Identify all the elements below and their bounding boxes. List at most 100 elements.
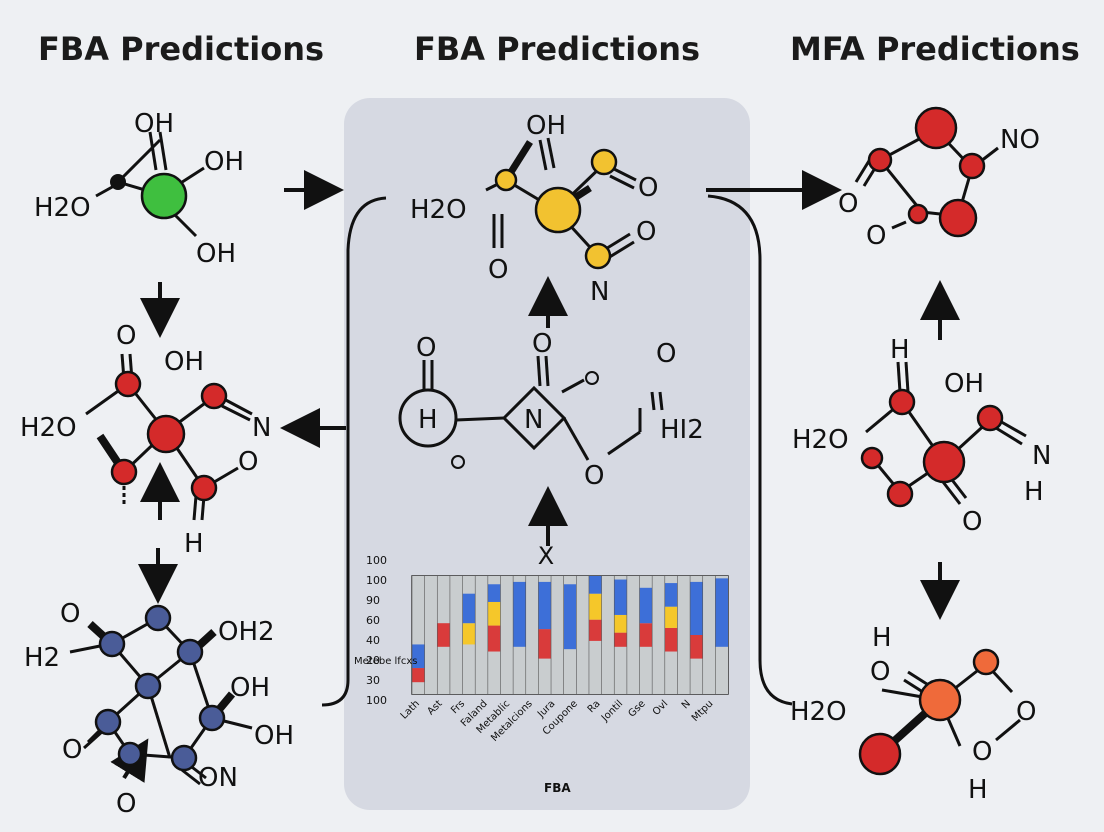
label-mt-4: O	[636, 217, 656, 247]
label-lb-6: O	[62, 735, 82, 765]
node-mt-2	[534, 186, 582, 234]
label-mm-7: HI2	[660, 415, 704, 445]
bar-segment	[412, 682, 425, 694]
label-rt-1: NO	[1000, 125, 1040, 155]
node-rm-3	[922, 440, 966, 484]
node-lm-3	[200, 382, 228, 410]
bar-segment	[437, 623, 450, 647]
label-lm-4: N	[252, 413, 271, 443]
chart-xlabel: FBA	[544, 781, 571, 795]
node-rt-3	[958, 152, 986, 180]
bar-column-bg	[500, 576, 514, 694]
bar-segment	[437, 646, 450, 694]
bar-segment	[487, 601, 501, 626]
label-lt-2: OH	[204, 147, 244, 177]
label-rb-1: H	[872, 623, 892, 653]
bar-segment	[462, 593, 476, 624]
bar-segment	[412, 644, 425, 669]
arrow-label-x: X	[538, 542, 554, 570]
label-lb-5: OH	[254, 721, 294, 751]
label-mt-5: O	[488, 255, 508, 285]
bar-segment	[690, 658, 703, 694]
label-mm-1: O	[416, 333, 436, 363]
bar-segment	[664, 627, 678, 652]
label-rb-2: O	[870, 657, 890, 687]
bar-segment	[563, 584, 577, 650]
label-rt-2: O	[838, 189, 858, 219]
node-left-top-green	[140, 172, 188, 220]
node-lm-5	[190, 474, 218, 502]
bar-segment	[487, 625, 501, 652]
bar-segment	[487, 651, 501, 694]
bar-segment	[538, 581, 552, 630]
y-tick-label: 30	[366, 674, 380, 687]
node-mt-4	[584, 242, 612, 270]
bar-segment	[639, 623, 653, 647]
bar-segment	[664, 606, 678, 628]
bar-segment	[487, 584, 501, 602]
label-mm-5: N	[524, 405, 543, 435]
label-rm-2: OH	[944, 369, 984, 399]
bracket-left	[321, 196, 387, 707]
title-middle: FBA Predictions	[414, 30, 701, 68]
node-mt-3	[590, 148, 618, 176]
molecule-mid-mid	[398, 355, 664, 461]
y-tick-label: 40	[366, 634, 380, 647]
title-left: FBA Predictions	[38, 30, 325, 68]
bar-segment	[588, 576, 602, 594]
label-mm-3: O	[656, 339, 676, 369]
node-mt-1	[494, 168, 518, 192]
bar-segment	[715, 646, 728, 694]
label-rb-5: O	[972, 737, 992, 767]
label-lt-3: H2O	[34, 193, 91, 223]
label-lt-4: OH	[196, 239, 236, 269]
label-mm-2: O	[532, 329, 552, 359]
bar-segment	[513, 646, 526, 694]
label-mt-3: O	[638, 173, 658, 203]
node-lb-2	[98, 630, 126, 658]
bar-segment	[563, 649, 577, 694]
y-tick-label: 100	[366, 574, 387, 587]
label-lb-8: O	[116, 789, 136, 819]
node-rt-4	[938, 198, 978, 238]
bar-segment	[614, 646, 627, 694]
label-mt-6: N	[590, 277, 609, 307]
bar-column-bg	[576, 576, 589, 694]
label-mt-1: OH	[526, 111, 566, 141]
node-rm-1	[888, 388, 916, 416]
bar-column-bg	[626, 576, 640, 694]
bar-segment	[588, 640, 602, 694]
bar-segment	[690, 581, 703, 635]
node-rt-5	[907, 203, 929, 225]
bar-segment	[664, 583, 678, 607]
node-rt-1	[914, 106, 958, 150]
bar-column-bg	[424, 576, 438, 694]
bar-segment	[538, 629, 552, 659]
bar-segment	[614, 614, 627, 633]
node-lb-6	[198, 704, 226, 732]
label-lb-3: H2	[24, 643, 60, 673]
node-left-top-black	[110, 174, 126, 190]
bar-column-bg	[677, 576, 691, 694]
label-rm-3: H2O	[792, 425, 849, 455]
node-rm-2	[860, 446, 884, 470]
node-rb-2	[972, 648, 1000, 676]
label-lm-2: OH	[164, 347, 204, 377]
node-lm-4	[110, 458, 138, 486]
label-lt-1: OH	[134, 109, 174, 139]
bar-segment	[538, 658, 552, 694]
bar-column-bg	[475, 576, 488, 694]
node-lb-1	[144, 604, 172, 632]
label-lm-6: H	[184, 529, 204, 559]
bar-segment	[614, 632, 627, 647]
bar-segment	[588, 619, 602, 641]
bar-column-bg	[551, 576, 564, 694]
label-rm-4: N	[1032, 441, 1051, 471]
label-lb-2: OH2	[218, 617, 275, 647]
label-rm-1: H	[890, 335, 910, 365]
label-lm-1: O	[116, 321, 136, 351]
label-mm-4: H	[418, 405, 438, 435]
node-rb-1	[918, 678, 962, 722]
bar-segment	[664, 651, 678, 694]
